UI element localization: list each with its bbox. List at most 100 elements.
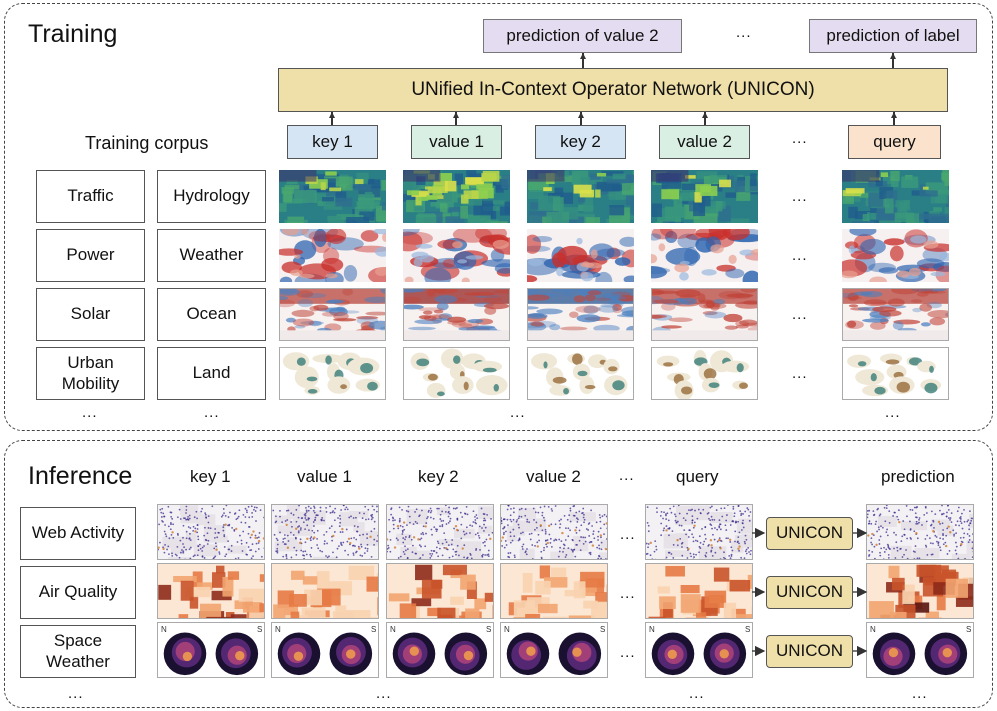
training-corpus-label: Training corpus (85, 133, 209, 153)
seq-key1: key 1 (287, 125, 378, 159)
training-tile (651, 347, 758, 400)
svg-text:N: N (504, 625, 510, 634)
training-tile (403, 229, 510, 282)
prediction-ellipsis: ... (736, 24, 752, 41)
svg-text:S: S (257, 625, 262, 634)
inf-tiles-ellipsis-3: ... (912, 685, 928, 702)
unicon-box-space: UNICON (766, 635, 853, 668)
inference-row-ellipsis: ... (620, 585, 636, 602)
inf-col-ellipsis: ... (619, 467, 635, 484)
inference-tile (645, 563, 753, 619)
inference-tile (157, 563, 265, 619)
seq-query: query (848, 125, 941, 159)
training-tile (527, 347, 634, 400)
seq-ellipsis: ... (792, 130, 808, 147)
unicon-model-box: UNified In-Context Operator Network (UNI… (278, 68, 948, 112)
training-tile (279, 170, 386, 223)
training-tile (651, 170, 758, 223)
inference-tile (271, 563, 379, 619)
training-tile (842, 288, 949, 341)
training-tile (527, 229, 634, 282)
svg-text:N: N (161, 625, 167, 634)
inference-tile (386, 563, 494, 619)
task-ellipsis: ... (68, 685, 84, 702)
svg-text:S: S (600, 625, 605, 634)
tiles-ellipsis-bottom: ... (510, 404, 526, 421)
tiles-ellipsis-bottom-right: ... (885, 404, 901, 421)
inference-tile (271, 504, 379, 560)
training-tile (279, 288, 386, 341)
svg-text:N: N (649, 625, 655, 634)
inf-col-key2: key 2 (418, 467, 459, 486)
training-tile (527, 170, 634, 223)
training-tile (279, 229, 386, 282)
domain-solar: Solar (36, 288, 145, 341)
inference-title: Inference (28, 462, 133, 490)
task-space-weather: Space Weather (20, 625, 136, 678)
training-title: Training (28, 20, 118, 48)
unicon-box-web: UNICON (766, 517, 853, 550)
inf-tiles-ellipsis-1: ... (376, 685, 392, 702)
inf-col-value2: value 2 (526, 467, 581, 486)
training-tile (279, 347, 386, 400)
inference-tile (386, 504, 494, 560)
training-tile (527, 288, 634, 341)
svg-text:S: S (486, 625, 491, 634)
prediction-value2-box: prediction of value 2 (483, 19, 682, 53)
inference-row-ellipsis: ... (620, 526, 636, 543)
training-tile (651, 229, 758, 282)
seq-value2: value 2 (659, 125, 750, 159)
task-web-activity: Web Activity (20, 507, 136, 560)
svg-text:S: S (371, 625, 376, 634)
training-tile (403, 347, 510, 400)
domain-hydrology: Hydrology (157, 170, 266, 223)
domain-urban-mobility: Urban Mobility (36, 347, 145, 400)
domain-ellipsis-left: ... (82, 404, 98, 421)
inference-row-ellipsis: ... (620, 644, 636, 661)
domain-land: Land (157, 347, 266, 400)
training-tile (842, 347, 949, 400)
inference-tile (500, 563, 608, 619)
training-tile (842, 229, 949, 282)
task-air-quality: Air Quality (20, 566, 136, 619)
svg-text:N: N (390, 625, 396, 634)
inference-tile (866, 563, 974, 619)
inf-col-query: query (676, 467, 719, 486)
svg-text:S: S (745, 625, 750, 634)
unicon-box-air: UNICON (766, 576, 853, 609)
svg-text:N: N (275, 625, 281, 634)
inference-tile (500, 504, 608, 560)
training-tile (403, 170, 510, 223)
domain-weather: Weather (157, 229, 266, 282)
training-row-ellipsis: ... (792, 247, 808, 264)
inf-col-key1: key 1 (190, 467, 231, 486)
domain-ocean: Ocean (157, 288, 266, 341)
training-row-ellipsis: ... (792, 306, 808, 323)
inf-col-prediction: prediction (881, 467, 955, 486)
training-panel (4, 3, 993, 431)
domain-ellipsis-right: ... (204, 404, 220, 421)
training-tile (651, 288, 758, 341)
seq-value1: value 1 (411, 125, 502, 159)
training-tile (403, 288, 510, 341)
inference-tile (157, 504, 265, 560)
inference-tile (866, 504, 974, 560)
seq-key2: key 2 (535, 125, 626, 159)
training-row-ellipsis: ... (792, 188, 808, 205)
training-row-ellipsis: ... (792, 365, 808, 382)
inference-tile (645, 504, 753, 560)
inference-panel (4, 440, 993, 708)
domain-power: Power (36, 229, 145, 282)
training-tile (842, 170, 949, 223)
svg-text:N: N (870, 625, 876, 634)
inf-col-value1: value 1 (297, 467, 352, 486)
prediction-label-box: prediction of label (809, 19, 977, 53)
svg-text:S: S (966, 625, 971, 634)
inf-tiles-ellipsis-2: ... (689, 685, 705, 702)
